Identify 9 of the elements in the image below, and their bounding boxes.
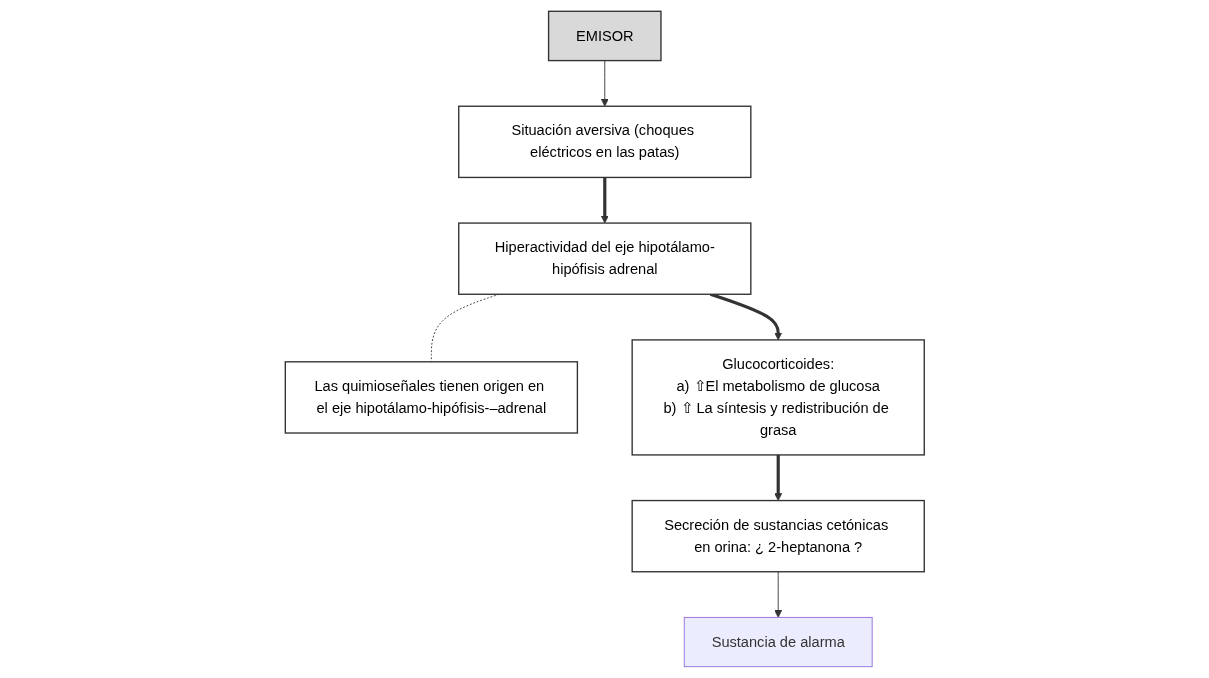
node-box: Secreción de sustancias cetónicas en orina: ¿ 2-heptanona ? [631,499,925,573]
arrow [600,177,609,224]
node-box: Situación aversiva (choques eléctricos en las patas) [457,105,752,179]
node-box: EMISOR [547,10,662,62]
node-box: Sustancia de alarma [683,616,873,668]
arrow [773,454,782,501]
node-box: Glucocorticoides: a) ⇧El metabolismo de glucosa b) ⇧ La síntesis y redistribución de grasa [631,339,925,456]
node-box: Las quimioseñales tienen origen en el eje hipotálamo-hipófisis-–adrenal [284,361,578,434]
node-box: Hiperactividad del eje hipotálamo-hipófisis adrenal [457,222,752,295]
